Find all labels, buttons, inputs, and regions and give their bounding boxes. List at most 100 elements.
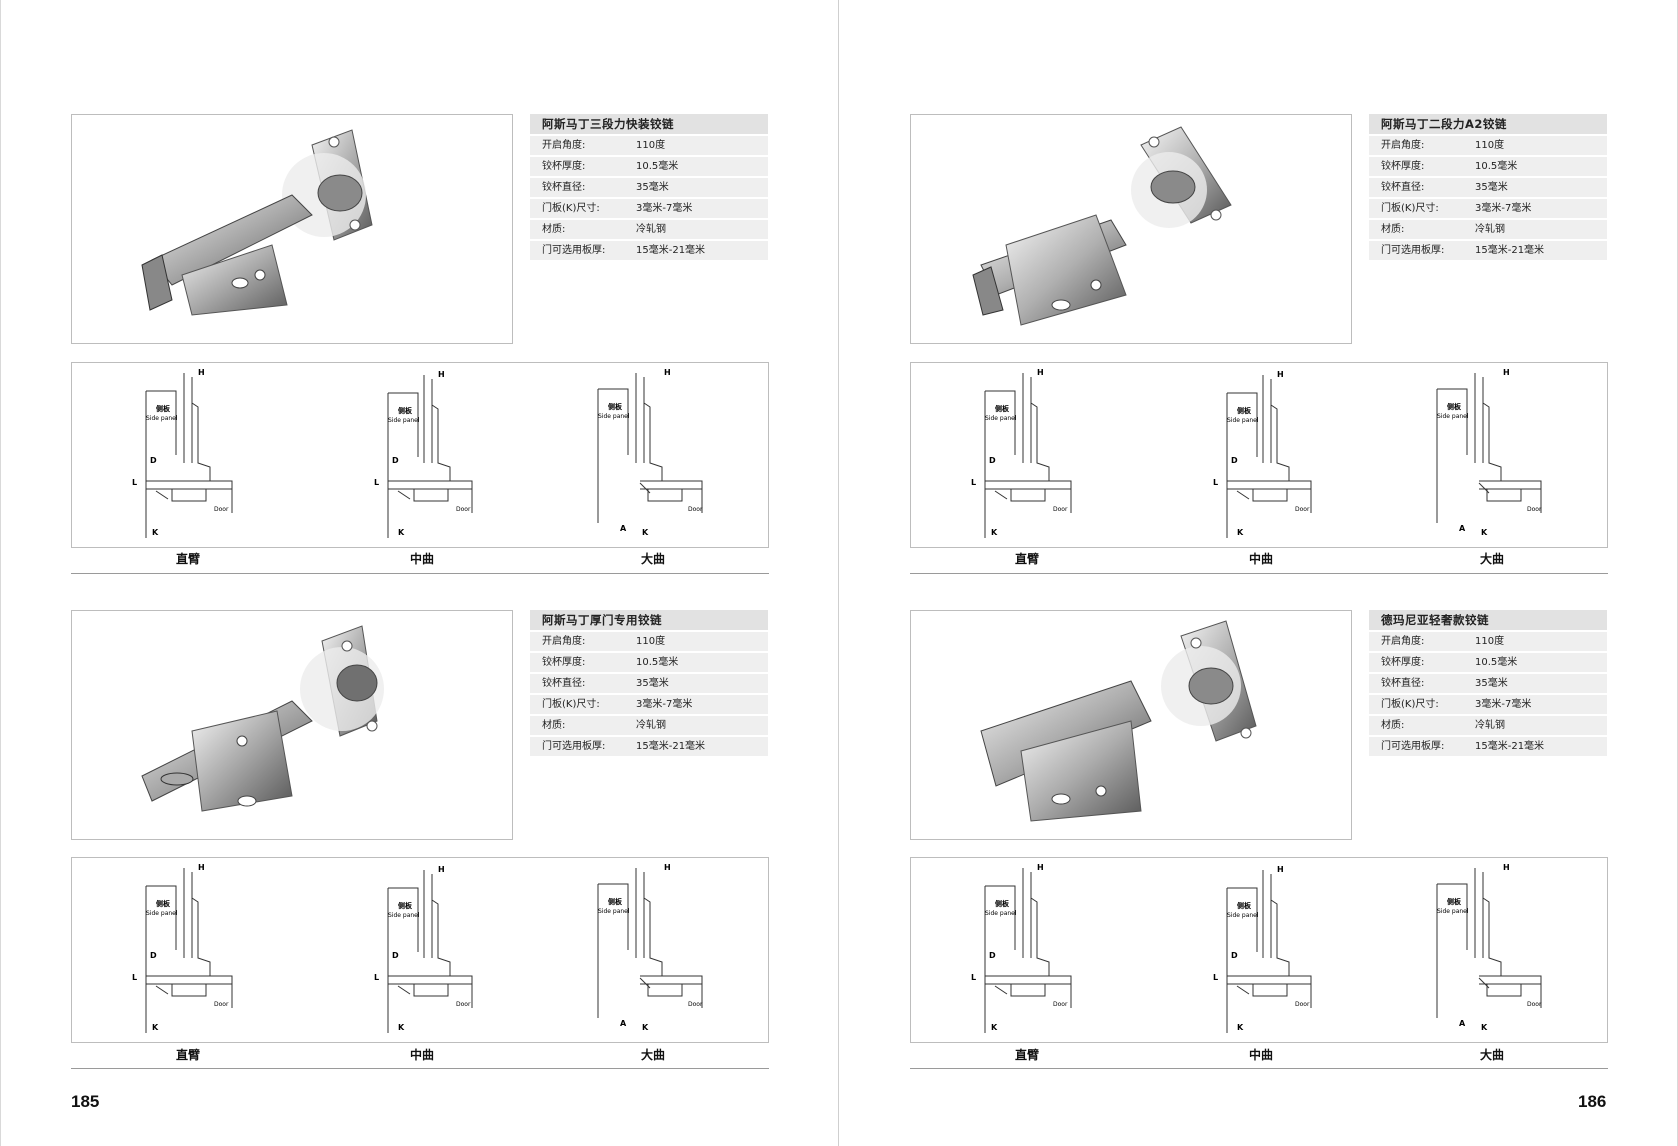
svg-text:L: L	[374, 478, 379, 487]
spec-row-k: 门板(K)尺寸:3毫米-7毫米	[1369, 695, 1607, 714]
svg-text:K: K	[1481, 528, 1488, 537]
svg-text:侧板: 侧板	[1237, 406, 1252, 415]
caption-medium-bend: 中曲	[409, 1048, 434, 1062]
svg-text:Door: Door	[456, 506, 471, 513]
svg-text:A: A	[620, 524, 627, 533]
diagram-straight: 侧板 Side panel D H L K Door	[132, 863, 233, 1033]
svg-text:L: L	[132, 973, 137, 982]
spec-row-thickness: 铰杯厚度:10.5毫米	[1369, 157, 1607, 176]
product-photo	[910, 610, 1352, 840]
svg-text:K: K	[398, 1023, 405, 1032]
spec-row-material: 材质:冷轧钢	[530, 716, 768, 735]
spec-row-diameter: 铰杯直径:35毫米	[530, 674, 768, 693]
svg-text:Side panel: Side panel	[1227, 417, 1259, 424]
svg-text:K: K	[991, 528, 998, 537]
svg-text:K: K	[152, 528, 159, 537]
spec-row-thickness: 铰杯厚度:10.5毫米	[530, 653, 768, 672]
spec-row-door: 门可选用板厚:15毫米-21毫米	[530, 737, 768, 756]
svg-text:Side panel: Side panel	[598, 908, 630, 915]
svg-text:侧板: 侧板	[1447, 897, 1462, 906]
hinge-image	[972, 126, 1232, 326]
installation-diagrams: 侧板 Side panel D H L K Door 侧板 Side panel…	[71, 362, 769, 548]
spec-row-diameter: 铰杯直径:35毫米	[1369, 674, 1607, 693]
diagram-straight: 侧板 Side panel D H L K Door	[971, 368, 1072, 538]
svg-text:Door: Door	[214, 1001, 229, 1008]
installation-diagrams: 侧板 Side panel D H L K Door 侧板 Side panel…	[71, 857, 769, 1043]
hinge-image	[980, 620, 1257, 822]
svg-text:D: D	[150, 456, 157, 465]
caption-medium-bend: 中曲	[409, 552, 434, 566]
svg-text:K: K	[642, 528, 649, 537]
svg-text:L: L	[374, 973, 379, 982]
diagram-medium: 侧板 Side panel D H L K Door	[374, 370, 473, 538]
diagram-medium: 侧板 Side panel D H L K Door	[374, 865, 473, 1033]
spec-row-k: 门板(K)尺寸:3毫米-7毫米	[1369, 199, 1607, 218]
spec-row-door: 门可选用板厚:15毫米-21毫米	[1369, 241, 1607, 260]
svg-text:Side panel: Side panel	[388, 417, 420, 424]
caption-straight-arm: 直臂	[175, 1048, 200, 1062]
spec-row-door: 门可选用板厚:15毫米-21毫米	[1369, 737, 1607, 756]
diagram-large: 侧板 Side panel H A K Door	[1436, 368, 1542, 537]
svg-text:H: H	[1503, 863, 1510, 872]
section-divider	[71, 573, 769, 574]
svg-text:Door: Door	[1295, 1001, 1310, 1008]
svg-text:L: L	[971, 973, 976, 982]
diagram-medium: 侧板 Side panel D H L K Door	[1213, 370, 1312, 538]
svg-text:Side panel: Side panel	[388, 912, 420, 919]
diagram-medium: 侧板 Side panel D H L K Door	[1213, 865, 1312, 1033]
spec-row-angle: 开启角度:110度	[1369, 632, 1607, 651]
spec-row-angle: 开启角度:110度	[530, 136, 768, 155]
svg-text:侧板: 侧板	[1237, 901, 1252, 910]
svg-text:H: H	[1037, 368, 1044, 377]
svg-text:侧板: 侧板	[398, 901, 413, 910]
spec-row-angle: 开启角度:110度	[1369, 136, 1607, 155]
svg-text:Side panel: Side panel	[985, 910, 1017, 917]
svg-text:Side panel: Side panel	[598, 413, 630, 420]
svg-text:Side panel: Side panel	[985, 415, 1017, 422]
svg-text:D: D	[150, 951, 157, 960]
svg-text:A: A	[1459, 1019, 1466, 1028]
spec-table: 阿斯马丁三段力快装铰链 开启角度:110度 铰杯厚度:10.5毫米 铰杯直径:3…	[530, 114, 768, 260]
spec-row-diameter: 铰杯直径:35毫米	[530, 178, 768, 197]
svg-text:侧板: 侧板	[995, 899, 1010, 908]
svg-text:L: L	[1213, 973, 1218, 982]
svg-text:D: D	[989, 456, 996, 465]
caption-medium-bend: 中曲	[1248, 552, 1273, 566]
spec-row-material: 材质:冷轧钢	[530, 220, 768, 239]
diagram-straight: 侧板 Side panel D H L K Door	[971, 863, 1072, 1033]
caption-large-bend: 大曲	[1479, 1048, 1504, 1062]
svg-text:Door: Door	[688, 1001, 703, 1008]
caption-straight-arm: 直臂	[1014, 1048, 1039, 1062]
spec-table: 阿斯马丁二段力A2铰链 开启角度:110度 铰杯厚度:10.5毫米 铰杯直径:3…	[1369, 114, 1607, 260]
caption-large-bend: 大曲	[640, 552, 665, 566]
spec-row-thickness: 铰杯厚度:10.5毫米	[530, 157, 768, 176]
svg-text:D: D	[392, 456, 399, 465]
page-spine	[838, 0, 839, 1146]
diagram-large: 侧板 Side panel H A K Door	[597, 368, 703, 537]
svg-text:H: H	[438, 865, 445, 874]
svg-text:K: K	[642, 1023, 649, 1032]
product-title: 阿斯马丁三段力快装铰链	[530, 114, 768, 134]
installation-diagrams: 侧板 Side panel D H L K Door 侧板 Side panel…	[910, 857, 1608, 1043]
svg-text:H: H	[198, 368, 205, 377]
svg-text:K: K	[1481, 1023, 1488, 1032]
svg-text:Door: Door	[1527, 1001, 1542, 1008]
svg-text:侧板: 侧板	[995, 404, 1010, 413]
spec-row-k: 门板(K)尺寸:3毫米-7毫米	[530, 695, 768, 714]
product-photo	[71, 114, 513, 344]
svg-text:Door: Door	[214, 506, 229, 513]
hinge-image	[141, 625, 384, 812]
hinge-image	[141, 129, 373, 316]
svg-text:D: D	[989, 951, 996, 960]
svg-text:K: K	[152, 1023, 159, 1032]
page-number-right: 186	[1578, 1092, 1607, 1111]
svg-text:L: L	[971, 478, 976, 487]
spec-table: 阿斯马丁厚门专用铰链 开启角度:110度 铰杯厚度:10.5毫米 铰杯直径:35…	[530, 610, 768, 756]
svg-text:Door: Door	[456, 1001, 471, 1008]
svg-text:H: H	[664, 863, 671, 872]
spec-row-material: 材质:冷轧钢	[1369, 220, 1607, 239]
caption-large-bend: 大曲	[640, 1048, 665, 1062]
svg-text:D: D	[1231, 951, 1238, 960]
svg-text:侧板: 侧板	[156, 404, 171, 413]
caption-straight-arm: 直臂	[175, 552, 200, 566]
